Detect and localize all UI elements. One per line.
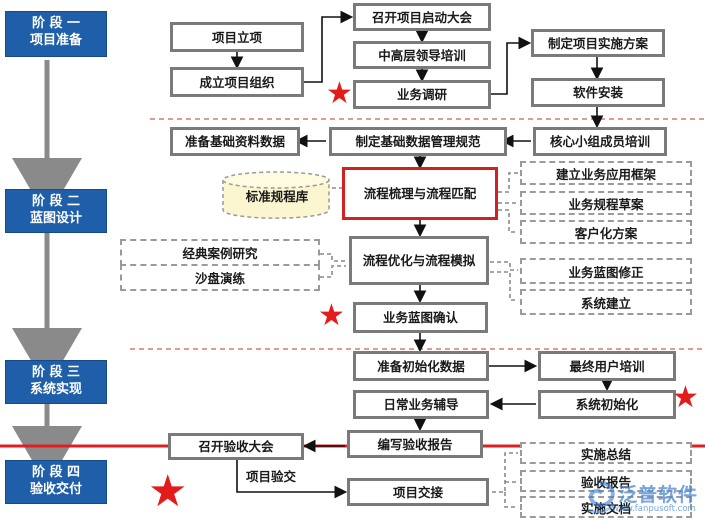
box-core-training: 核心小组成员培训 — [533, 127, 667, 156]
box-system-init: 系统初始化 — [538, 390, 676, 419]
stage-3-subtitle: 系统实现 — [29, 382, 82, 397]
cylinder-label: 标准规程库 — [245, 189, 309, 204]
cylinder-database-icon — [222, 171, 330, 219]
stage-4-title: 阶 段 四 — [31, 465, 81, 480]
box-project-setup: 项目立项 — [170, 22, 304, 52]
box-software-install: 软件安装 — [531, 78, 665, 107]
stage-1-subtitle: 项目准备 — [29, 33, 82, 48]
box-basic-data-rules: 制定基础数据管理规范 — [329, 127, 507, 156]
logo-url-text: www.fanpusoft.com — [612, 504, 696, 514]
star-icon-research: ★ — [326, 76, 353, 111]
box-prep-basic-data: 准备基础资料数据 — [170, 127, 300, 156]
star-icon-blueprint: ★ — [318, 298, 345, 333]
dashed-blueprint-fix: 业务蓝图修正 — [520, 258, 692, 284]
stage-3-title: 阶 段 三 — [31, 365, 81, 380]
dashed-sand-table: 沙盘演练 — [120, 264, 320, 291]
dashed-case-study: 经典案例研究 — [120, 239, 320, 266]
stage-2-title: 阶 段 二 — [31, 194, 81, 209]
dashed-impl-summary: 实施总结 — [520, 442, 692, 464]
dashed-customization: 客户化方案 — [520, 220, 692, 244]
logo-swirl-icon — [587, 481, 616, 514]
dashed-app-framework: 建立业务应用框架 — [520, 161, 692, 185]
box-project-handover: 项目交接 — [347, 478, 489, 506]
box-prep-init-data: 准备初始化数据 — [353, 351, 489, 381]
box-leader-training: 中高层领导培训 — [353, 41, 491, 69]
stage-2-label: 阶 段 二 蓝图设计 — [5, 189, 107, 233]
box-daily-support: 日常业务辅导 — [353, 390, 489, 419]
box-acceptance-meeting: 召开验收大会 — [168, 433, 304, 460]
logo-brand-text: 泛普软件 — [618, 484, 699, 506]
stage-1-label: 阶 段 一 项目准备 — [5, 11, 107, 57]
star-icon-init: ★ — [672, 380, 699, 415]
stage-4-subtitle: 验收交付 — [29, 482, 82, 497]
box-impl-plan: 制定项目实施方案 — [531, 29, 665, 57]
box-end-user-training: 最终用户培训 — [538, 351, 676, 381]
box-form-team: 成立项目组织 — [170, 67, 304, 97]
stage-1-title: 阶 段 一 — [31, 16, 81, 31]
stage-3-label: 阶 段 三 系统实现 — [5, 360, 107, 404]
box-process-sort: 流程梳理与流程匹配 — [342, 167, 498, 220]
box-biz-research: 业务调研 — [353, 80, 491, 109]
stage-4-label: 阶 段 四 验收交付 — [5, 460, 107, 504]
box-kickoff: 召开项目启动大会 — [353, 3, 491, 31]
box-process-optimize: 流程优化与流程模拟 — [349, 236, 489, 285]
dashed-biz-rules-draft: 业务规程草案 — [520, 191, 692, 215]
brand-logo: 泛普软件 www.fanpusoft.com — [582, 478, 700, 518]
stage-2-subtitle: 蓝图设计 — [29, 211, 82, 226]
box-blueprint-confirm: 业务蓝图确认 — [353, 302, 488, 333]
acceptance-label: 项目验交 — [246, 469, 297, 484]
star-icon-acceptance: ★ — [148, 466, 188, 517]
dashed-system-build: 系统建立 — [520, 289, 692, 315]
box-write-report: 编写验收报告 — [347, 430, 483, 458]
